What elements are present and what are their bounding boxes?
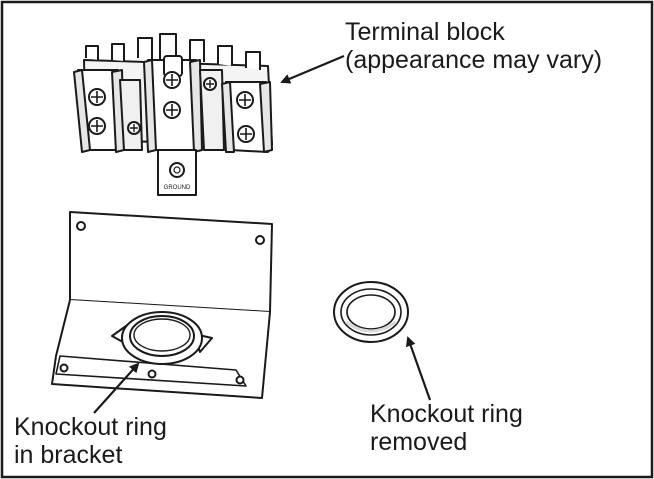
terminal-block-label-line2: (appearance may vary): [345, 46, 603, 74]
terminal-block-label-line1: Terminal block: [345, 18, 505, 46]
knockout-removed-label: Knockout ring removed: [370, 400, 523, 456]
callout-arrows: [93, 54, 432, 414]
ground-stamp: GROUND: [164, 185, 191, 191]
knockout-ring-illustration: [333, 281, 409, 343]
knockout-removed-label-line2: removed: [370, 428, 468, 456]
terminal-block-illustration: GROUND: [73, 33, 273, 196]
callout-arrow-icon: [93, 362, 140, 414]
callout-arrow-icon: [280, 54, 345, 84]
bracket-illustration: [51, 211, 273, 399]
knockout-in-bracket-label: Knockout ring in bracket: [14, 413, 167, 469]
knockout-in-bracket-label-line2: in bracket: [14, 441, 123, 469]
terminal-block-label: Terminal block (appearance may vary): [345, 18, 602, 74]
callout-arrow-icon: [405, 336, 432, 401]
knockout-in-bracket-label-line1: Knockout ring: [14, 413, 167, 441]
knockout-removed-label-line1: Knockout ring: [370, 400, 523, 428]
